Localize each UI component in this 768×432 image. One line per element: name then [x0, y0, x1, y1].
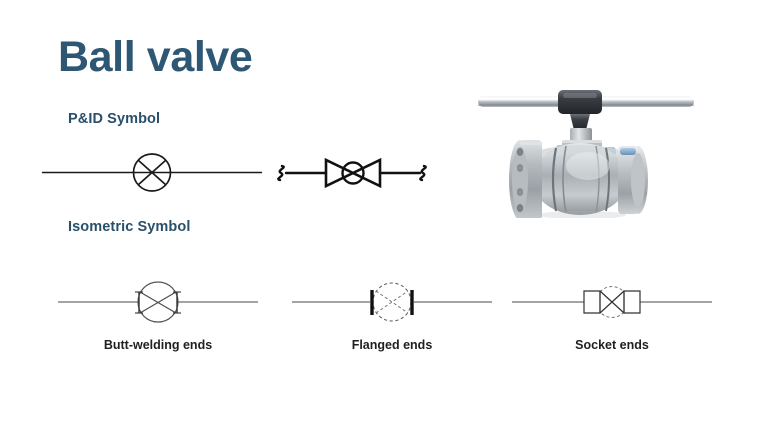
butt-welding-symbol — [58, 272, 258, 332]
flanged-symbol — [292, 272, 492, 332]
caption-flanged-ends: Flanged ends — [351, 338, 433, 352]
section-heading-pid: P&ID Symbol — [68, 111, 161, 127]
section-heading-isometric: Isometric Symbol — [68, 219, 191, 235]
socket-symbol — [512, 272, 712, 332]
ball-valve-photograph — [470, 72, 702, 218]
pid-circle-symbol — [42, 145, 262, 200]
page-title: Ball valve — [58, 33, 253, 81]
caption-socket-ends: Socket ends — [575, 338, 649, 352]
pid-bowtie-symbol — [268, 148, 438, 198]
caption-butt-welding-ends: Butt-welding ends — [103, 338, 213, 352]
